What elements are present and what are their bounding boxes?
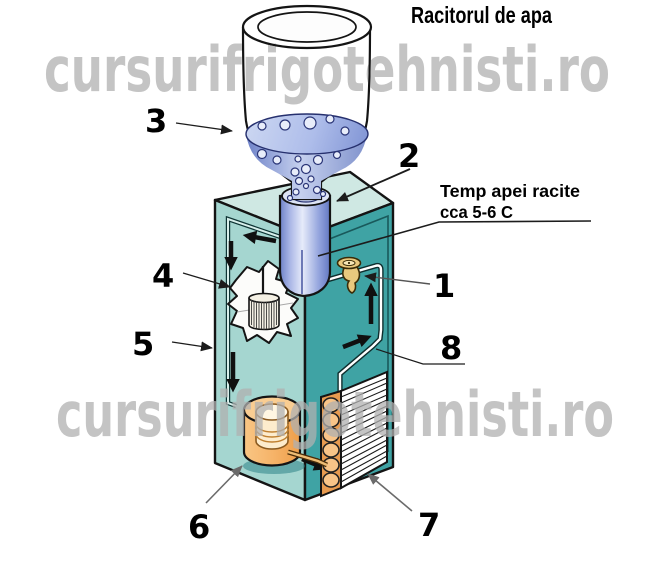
watermark-top: cursurifrigotehnisti.ro xyxy=(44,33,610,106)
flow-arrow-upright xyxy=(342,334,372,350)
leader-line-5 xyxy=(171,341,213,352)
part-label-6: 6 xyxy=(188,508,210,546)
condenser-loops xyxy=(322,397,340,488)
flow-arrow-left xyxy=(242,230,277,245)
leader-line-1 xyxy=(364,272,431,285)
temp-annotation-line1: Temp apei racite xyxy=(440,181,580,201)
part-label-1: 1 xyxy=(433,267,455,305)
flow-arrow-right xyxy=(301,456,328,471)
watermark-bottom: cursurifrigotehnisti.ro xyxy=(56,378,614,451)
water-bubbles xyxy=(256,114,350,202)
leader-line-2 xyxy=(336,168,411,202)
cold-water-reservoir xyxy=(278,185,332,298)
leader-line-6 xyxy=(205,465,243,504)
part-label-4: 4 xyxy=(152,257,174,295)
water-pipe-left xyxy=(225,215,302,409)
condenser-coil xyxy=(320,370,388,498)
compressor xyxy=(242,395,302,467)
leader-line-4 xyxy=(182,272,231,289)
water-bottle xyxy=(241,4,373,202)
diagram-title: Racitorul de apa xyxy=(411,2,552,28)
part-label-7: 7 xyxy=(418,506,440,544)
temp-annotation-line2: cca 5-6 C xyxy=(440,202,513,222)
leader-line-7 xyxy=(367,473,413,512)
condenser-fins xyxy=(340,377,388,483)
part-label-8: 8 xyxy=(440,329,462,367)
compressor-pipe xyxy=(287,449,329,468)
condenser-fins-block xyxy=(340,370,388,490)
compressor-piston xyxy=(255,411,289,450)
leader-line-3 xyxy=(175,122,233,135)
bottle-water-surface xyxy=(245,113,369,155)
tap-spout xyxy=(342,266,361,294)
part-label-3: 3 xyxy=(145,102,167,140)
evaporator-cutaway xyxy=(227,260,299,344)
leader-line-temp xyxy=(317,220,592,257)
part-label-5: 5 xyxy=(132,325,154,363)
refrigerant-pipe-right xyxy=(319,262,384,391)
flow-arrows xyxy=(224,230,378,471)
water-tap xyxy=(336,256,362,294)
part-label-2: 2 xyxy=(398,137,420,175)
leader-line-8 xyxy=(375,348,465,365)
